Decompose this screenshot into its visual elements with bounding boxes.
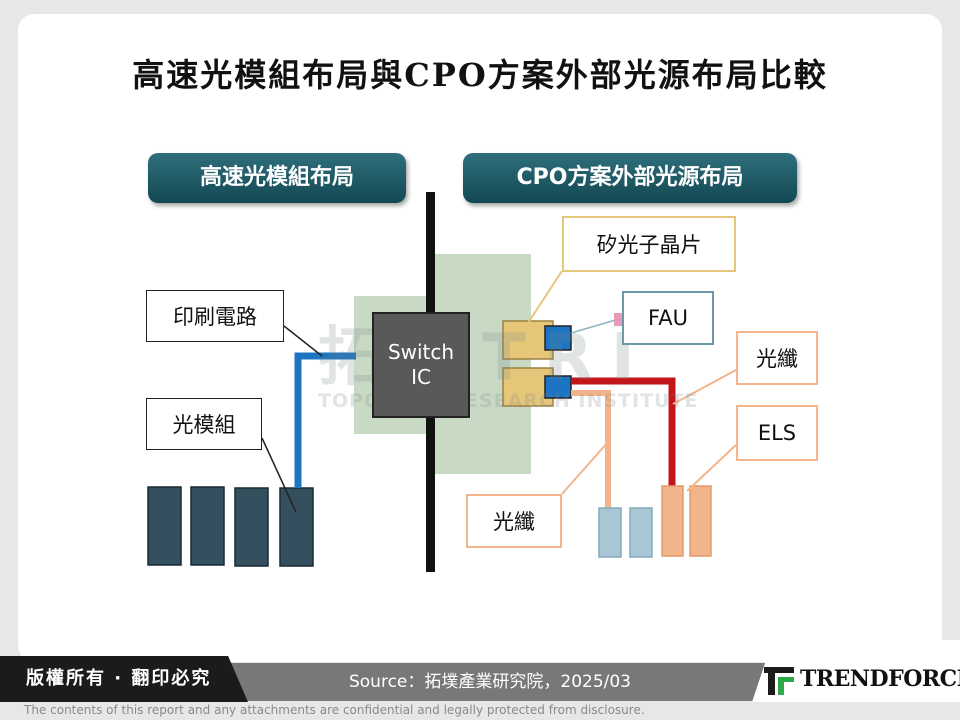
left-section-header: 高速光模組布局 [148, 153, 406, 203]
label-optical-module: 光模組 [146, 398, 262, 450]
copyright-notice: 版權所有 · 翻印必究 [0, 656, 248, 702]
label-pcb: 印刷電路 [146, 290, 284, 342]
disclaimer: The contents of this report and any atta… [24, 703, 645, 717]
leader-pcb [283, 325, 323, 357]
fiber-block-2 [629, 507, 653, 558]
optical-module-1 [147, 486, 182, 566]
leader-sip [527, 270, 563, 324]
label-els: ELS [736, 405, 818, 461]
els-block-2 [689, 485, 712, 557]
source-text: Source：拓墣產業研究院，2025/03 [348, 672, 631, 692]
red-fiber [571, 377, 676, 488]
fau-coupler-bottom [544, 375, 572, 399]
optical-module-4 [279, 487, 314, 567]
leader-module [261, 437, 297, 513]
switch-ic: Switch IC [372, 312, 470, 418]
leader-els [686, 444, 737, 492]
watermark-name: 拓墣TRI [318, 321, 653, 395]
fiber-block-1 [598, 507, 622, 558]
optical-module-2 [190, 486, 225, 566]
brand-name: TRENDFORCE [800, 666, 960, 692]
fau-coupler-top [544, 325, 572, 351]
label-fau: FAU [622, 291, 714, 345]
fau-link [570, 318, 620, 334]
label-silicon-photonics: 矽光子晶片 [562, 216, 736, 272]
leader-fiber-right [672, 369, 737, 405]
page-title: 高速光模組布局與CPO方案外部光源布局比較 [132, 56, 828, 94]
trendforce-logo-icon [764, 667, 794, 695]
right-section-header: CPO方案外部光源布局 [463, 153, 797, 203]
switch-ic-line2: IC [411, 365, 431, 389]
leader-fiber-bottom [561, 441, 609, 495]
salmon-fiber [571, 390, 611, 510]
label-fiber-bottom: 光纖 [466, 494, 562, 548]
switch-ic-line1: Switch [387, 340, 455, 364]
optical-module-3 [234, 487, 269, 567]
pcb-trace [294, 352, 356, 488]
els-block-1 [661, 485, 684, 557]
label-fiber-right: 光纖 [736, 331, 818, 385]
